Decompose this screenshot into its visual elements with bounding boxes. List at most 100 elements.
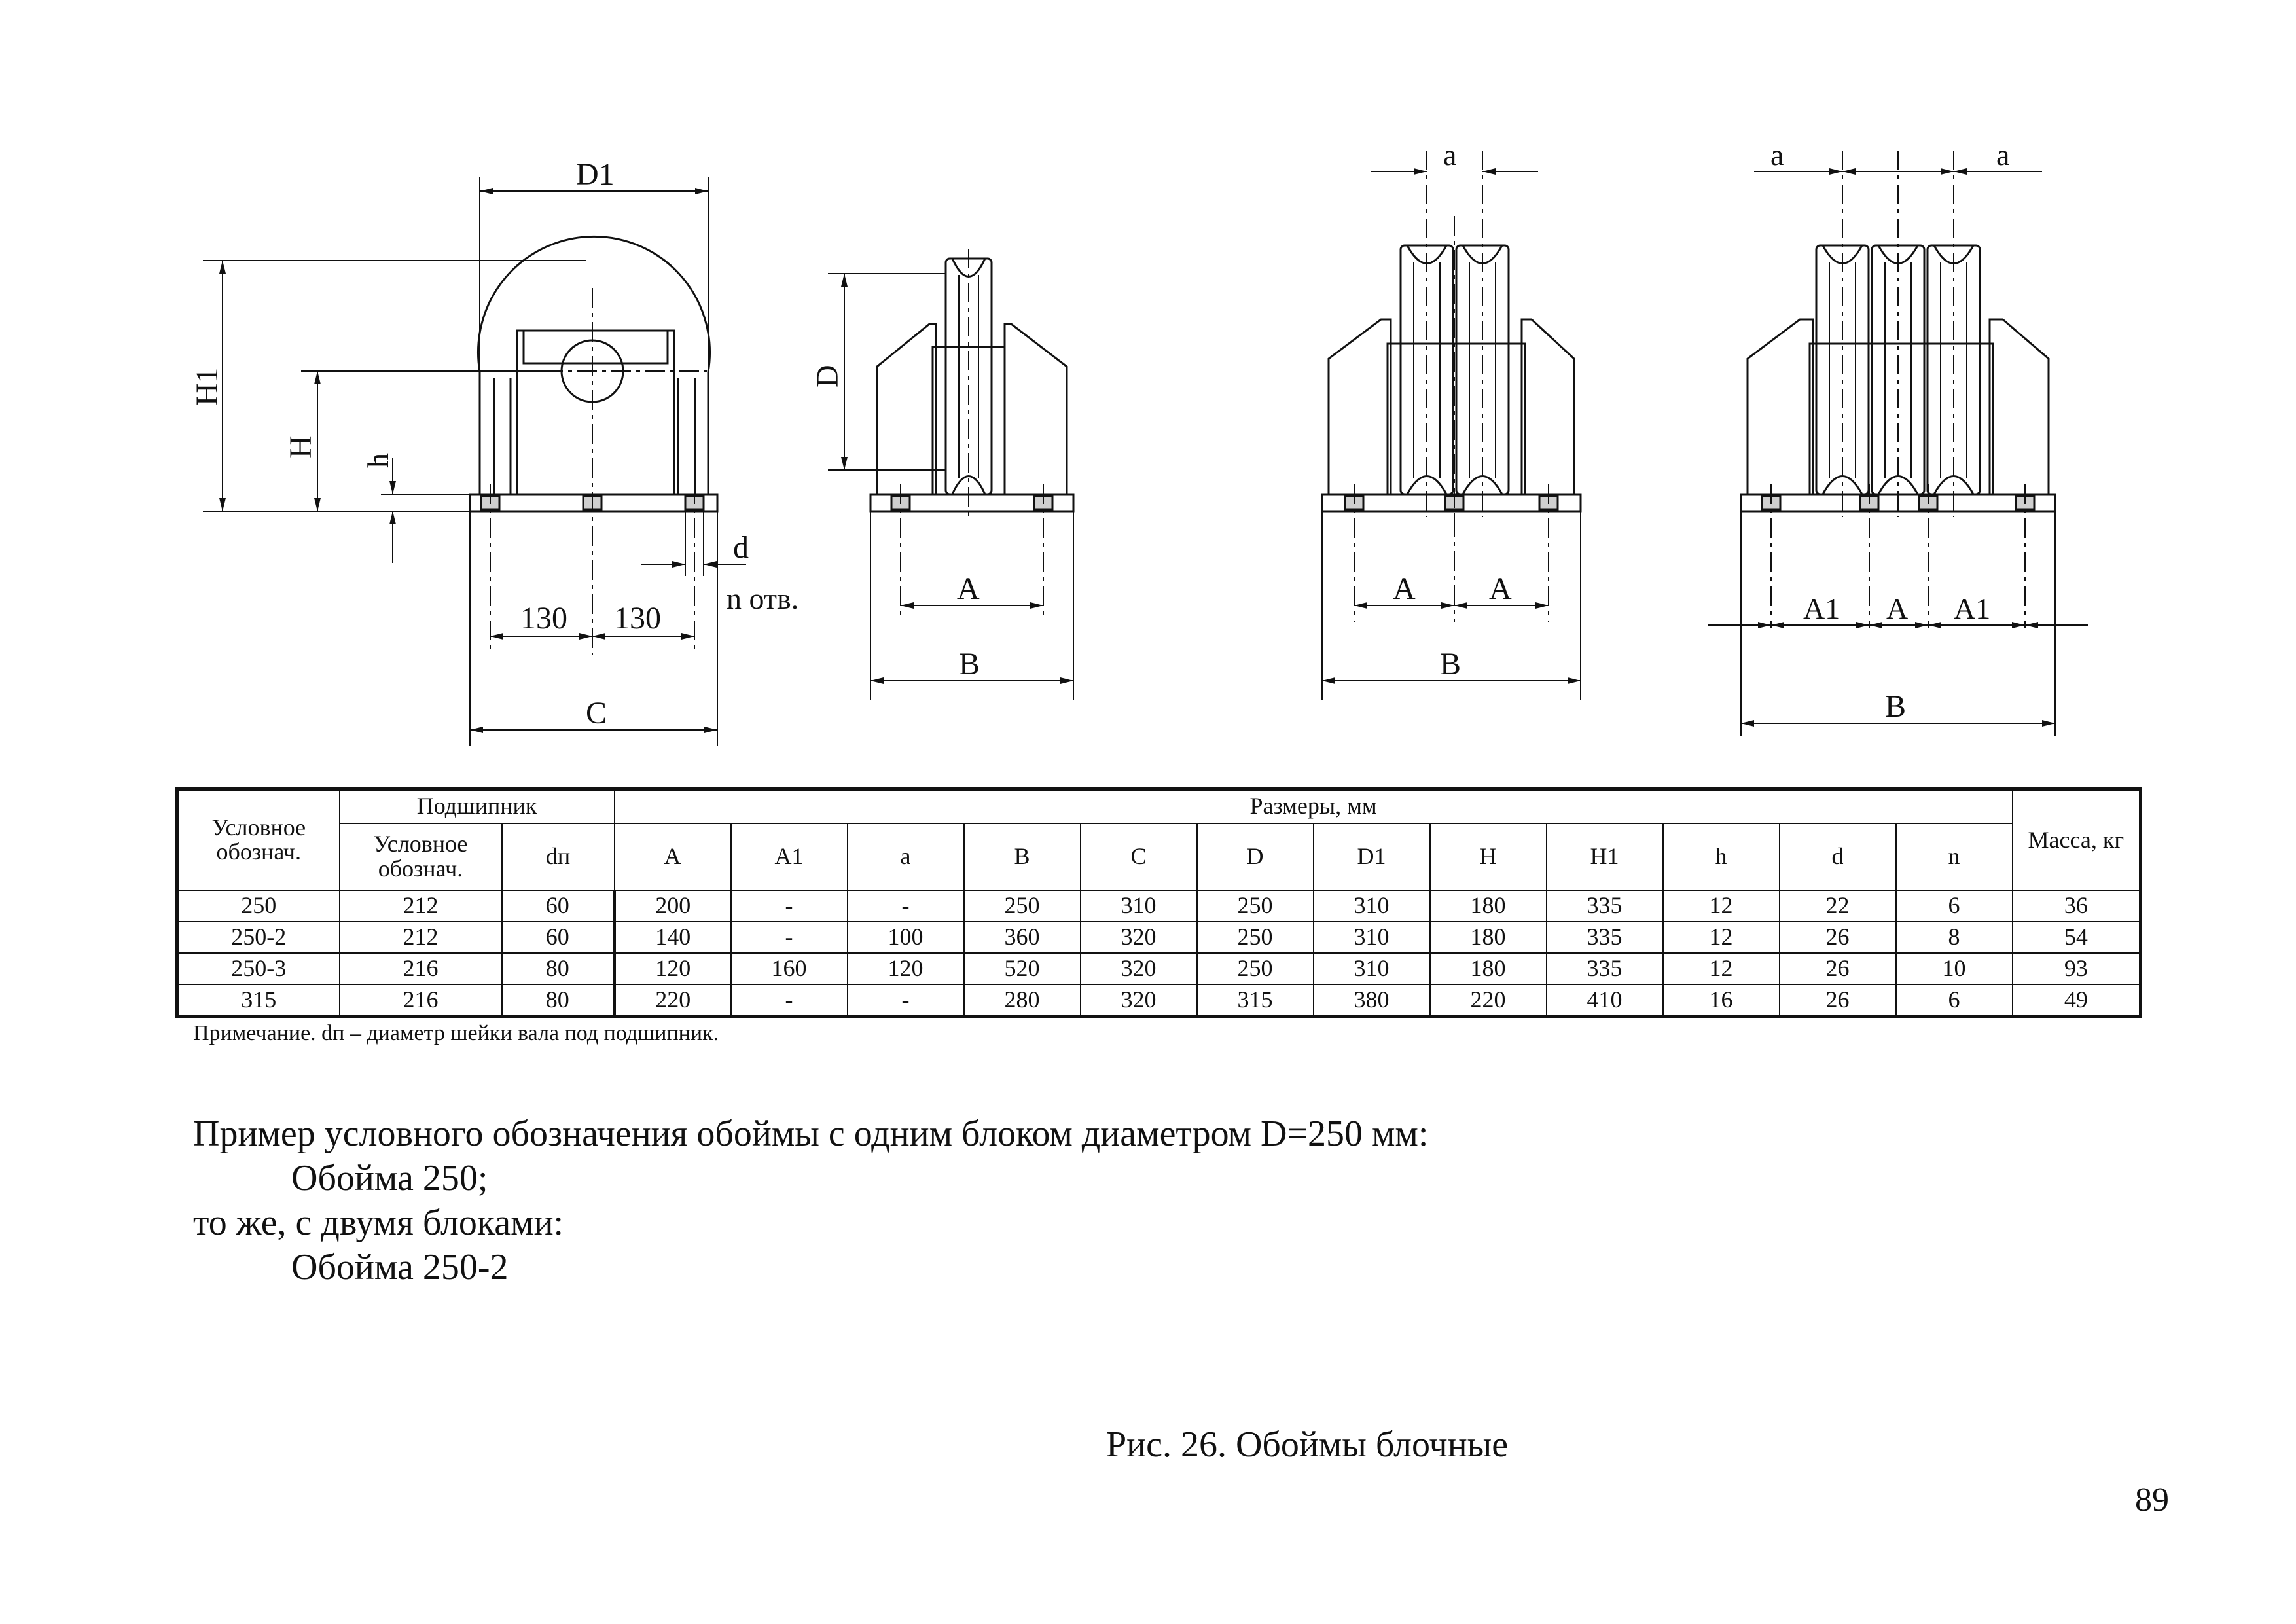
table-cell: -	[730, 984, 848, 1017]
label-d1: D1	[576, 157, 615, 192]
table-cell: 320	[1079, 952, 1198, 986]
label-a-mid: A	[1886, 592, 1908, 625]
header-designation: Условное обознач.	[176, 788, 340, 891]
table-cell: 93	[2011, 952, 2142, 986]
header-col-D1: D1	[1312, 822, 1431, 891]
label-h-big: H	[283, 435, 318, 458]
table-cell: 12	[1662, 921, 1780, 954]
table-cell: 250	[1196, 889, 1314, 923]
table-cell: 320	[1079, 921, 1198, 954]
table-cell: 250	[176, 889, 340, 923]
label-130-right: 130	[614, 601, 661, 636]
table-cell: 280	[963, 984, 1081, 1017]
table-cell: 250	[1196, 952, 1314, 986]
table-cell: 250	[1196, 921, 1314, 954]
header-col-A1: A1	[730, 822, 848, 891]
table-cell: 250-2	[176, 921, 340, 954]
table-cell: 26	[1778, 984, 1897, 1017]
table-cell: 310	[1312, 889, 1431, 923]
table-cell: 26	[1778, 952, 1897, 986]
header-col-d: d	[1778, 822, 1897, 891]
table-cell: 16	[1662, 984, 1780, 1017]
label-a: A	[957, 571, 980, 606]
table-cell: 220	[613, 984, 732, 1017]
table-cell: 335	[1545, 921, 1664, 954]
view-single-block-side: D1 H1 H h d n отв. 130 130 C	[190, 157, 798, 746]
technical-drawing: D1 H1 H h d n отв. 130 130 C	[190, 138, 2088, 746]
table-cell: 120	[613, 952, 732, 986]
table-cell: 49	[2011, 984, 2142, 1017]
table-cell: 80	[501, 952, 615, 986]
table-note: Примечание. dп – диаметр шейки вала под …	[193, 1021, 719, 1045]
label-d: d	[733, 530, 749, 565]
header-mass: Масса, кг	[2011, 788, 2142, 891]
header-col-B: B	[963, 822, 1081, 891]
header-dimensions: Размеры, мм	[613, 788, 2013, 824]
header-col-a: a	[846, 822, 965, 891]
table-cell: 120	[846, 952, 965, 986]
table-cell: 310	[1312, 921, 1431, 954]
table-cell: 180	[1429, 889, 1547, 923]
table-cell: -	[846, 889, 965, 923]
header-col-H1: H1	[1545, 822, 1664, 891]
header-col-h: h	[1662, 822, 1780, 891]
table-cell: 22	[1778, 889, 1897, 923]
table-cell: 360	[963, 921, 1081, 954]
header-bearing-designation: Условное обознач.	[338, 822, 503, 891]
table-cell: 8	[1895, 921, 2013, 954]
table-cell: 180	[1429, 952, 1547, 986]
label-a-small: a	[1443, 138, 1456, 171]
table-cell: 250-3	[176, 952, 340, 986]
table-cell: -	[846, 984, 965, 1017]
table-cell: 12	[1662, 889, 1780, 923]
example-line-2: Обойма 250;	[291, 1158, 488, 1199]
header-col-D: D	[1196, 822, 1314, 891]
table-cell: 250	[963, 889, 1081, 923]
table-cell: 160	[730, 952, 848, 986]
table-cell: 335	[1545, 952, 1664, 986]
table-cell: 12	[1662, 952, 1780, 986]
table-cell: 180	[1429, 921, 1547, 954]
example-line-3: то же, с двумя блоками:	[193, 1202, 564, 1243]
table-cell: 10	[1895, 952, 2013, 986]
table-cell: 100	[846, 921, 965, 954]
view-three-blocks: a a A1 A A1 B	[1708, 138, 2088, 736]
table-cell: 216	[338, 984, 503, 1017]
table-cell: 220	[1429, 984, 1547, 1017]
header-col-n: n	[1895, 822, 2013, 891]
label-c: C	[586, 696, 607, 731]
table-cell: 36	[2011, 889, 2142, 923]
header-dp: dп	[501, 822, 615, 891]
table-cell: 320	[1079, 984, 1198, 1017]
label-d-diam: D	[810, 365, 845, 388]
table-cell: 520	[963, 952, 1081, 986]
table-cell: 212	[338, 921, 503, 954]
header-col-H: H	[1429, 822, 1547, 891]
view-two-blocks: a A A B	[1321, 138, 1582, 700]
label-a-right: A	[1489, 571, 1512, 606]
table-cell: -	[730, 921, 848, 954]
table-cell: 310	[1079, 889, 1198, 923]
table-cell: 216	[338, 952, 503, 986]
label-b: B	[959, 647, 980, 681]
table-cell: 6	[1895, 889, 2013, 923]
figure-caption: Рис. 26. Обоймы блочные	[1106, 1424, 1509, 1465]
table-cell: 80	[501, 984, 615, 1017]
label-h1: H1	[190, 367, 224, 406]
table-cell: 60	[501, 921, 615, 954]
table-cell: 200	[613, 889, 732, 923]
example-line-1: Пример условного обозначения обоймы с од…	[193, 1113, 1429, 1154]
view-single-block-front: D A B	[810, 249, 1075, 700]
label-a1-left: A1	[1803, 592, 1840, 625]
label-h-small: h	[361, 453, 395, 468]
header-col-C: C	[1079, 822, 1198, 891]
label-b-two: B	[1440, 647, 1461, 681]
table-cell: 6	[1895, 984, 2013, 1017]
label-holes: n отв.	[726, 582, 798, 615]
table-cell: 26	[1778, 921, 1897, 954]
table-cell: 315	[176, 984, 340, 1017]
